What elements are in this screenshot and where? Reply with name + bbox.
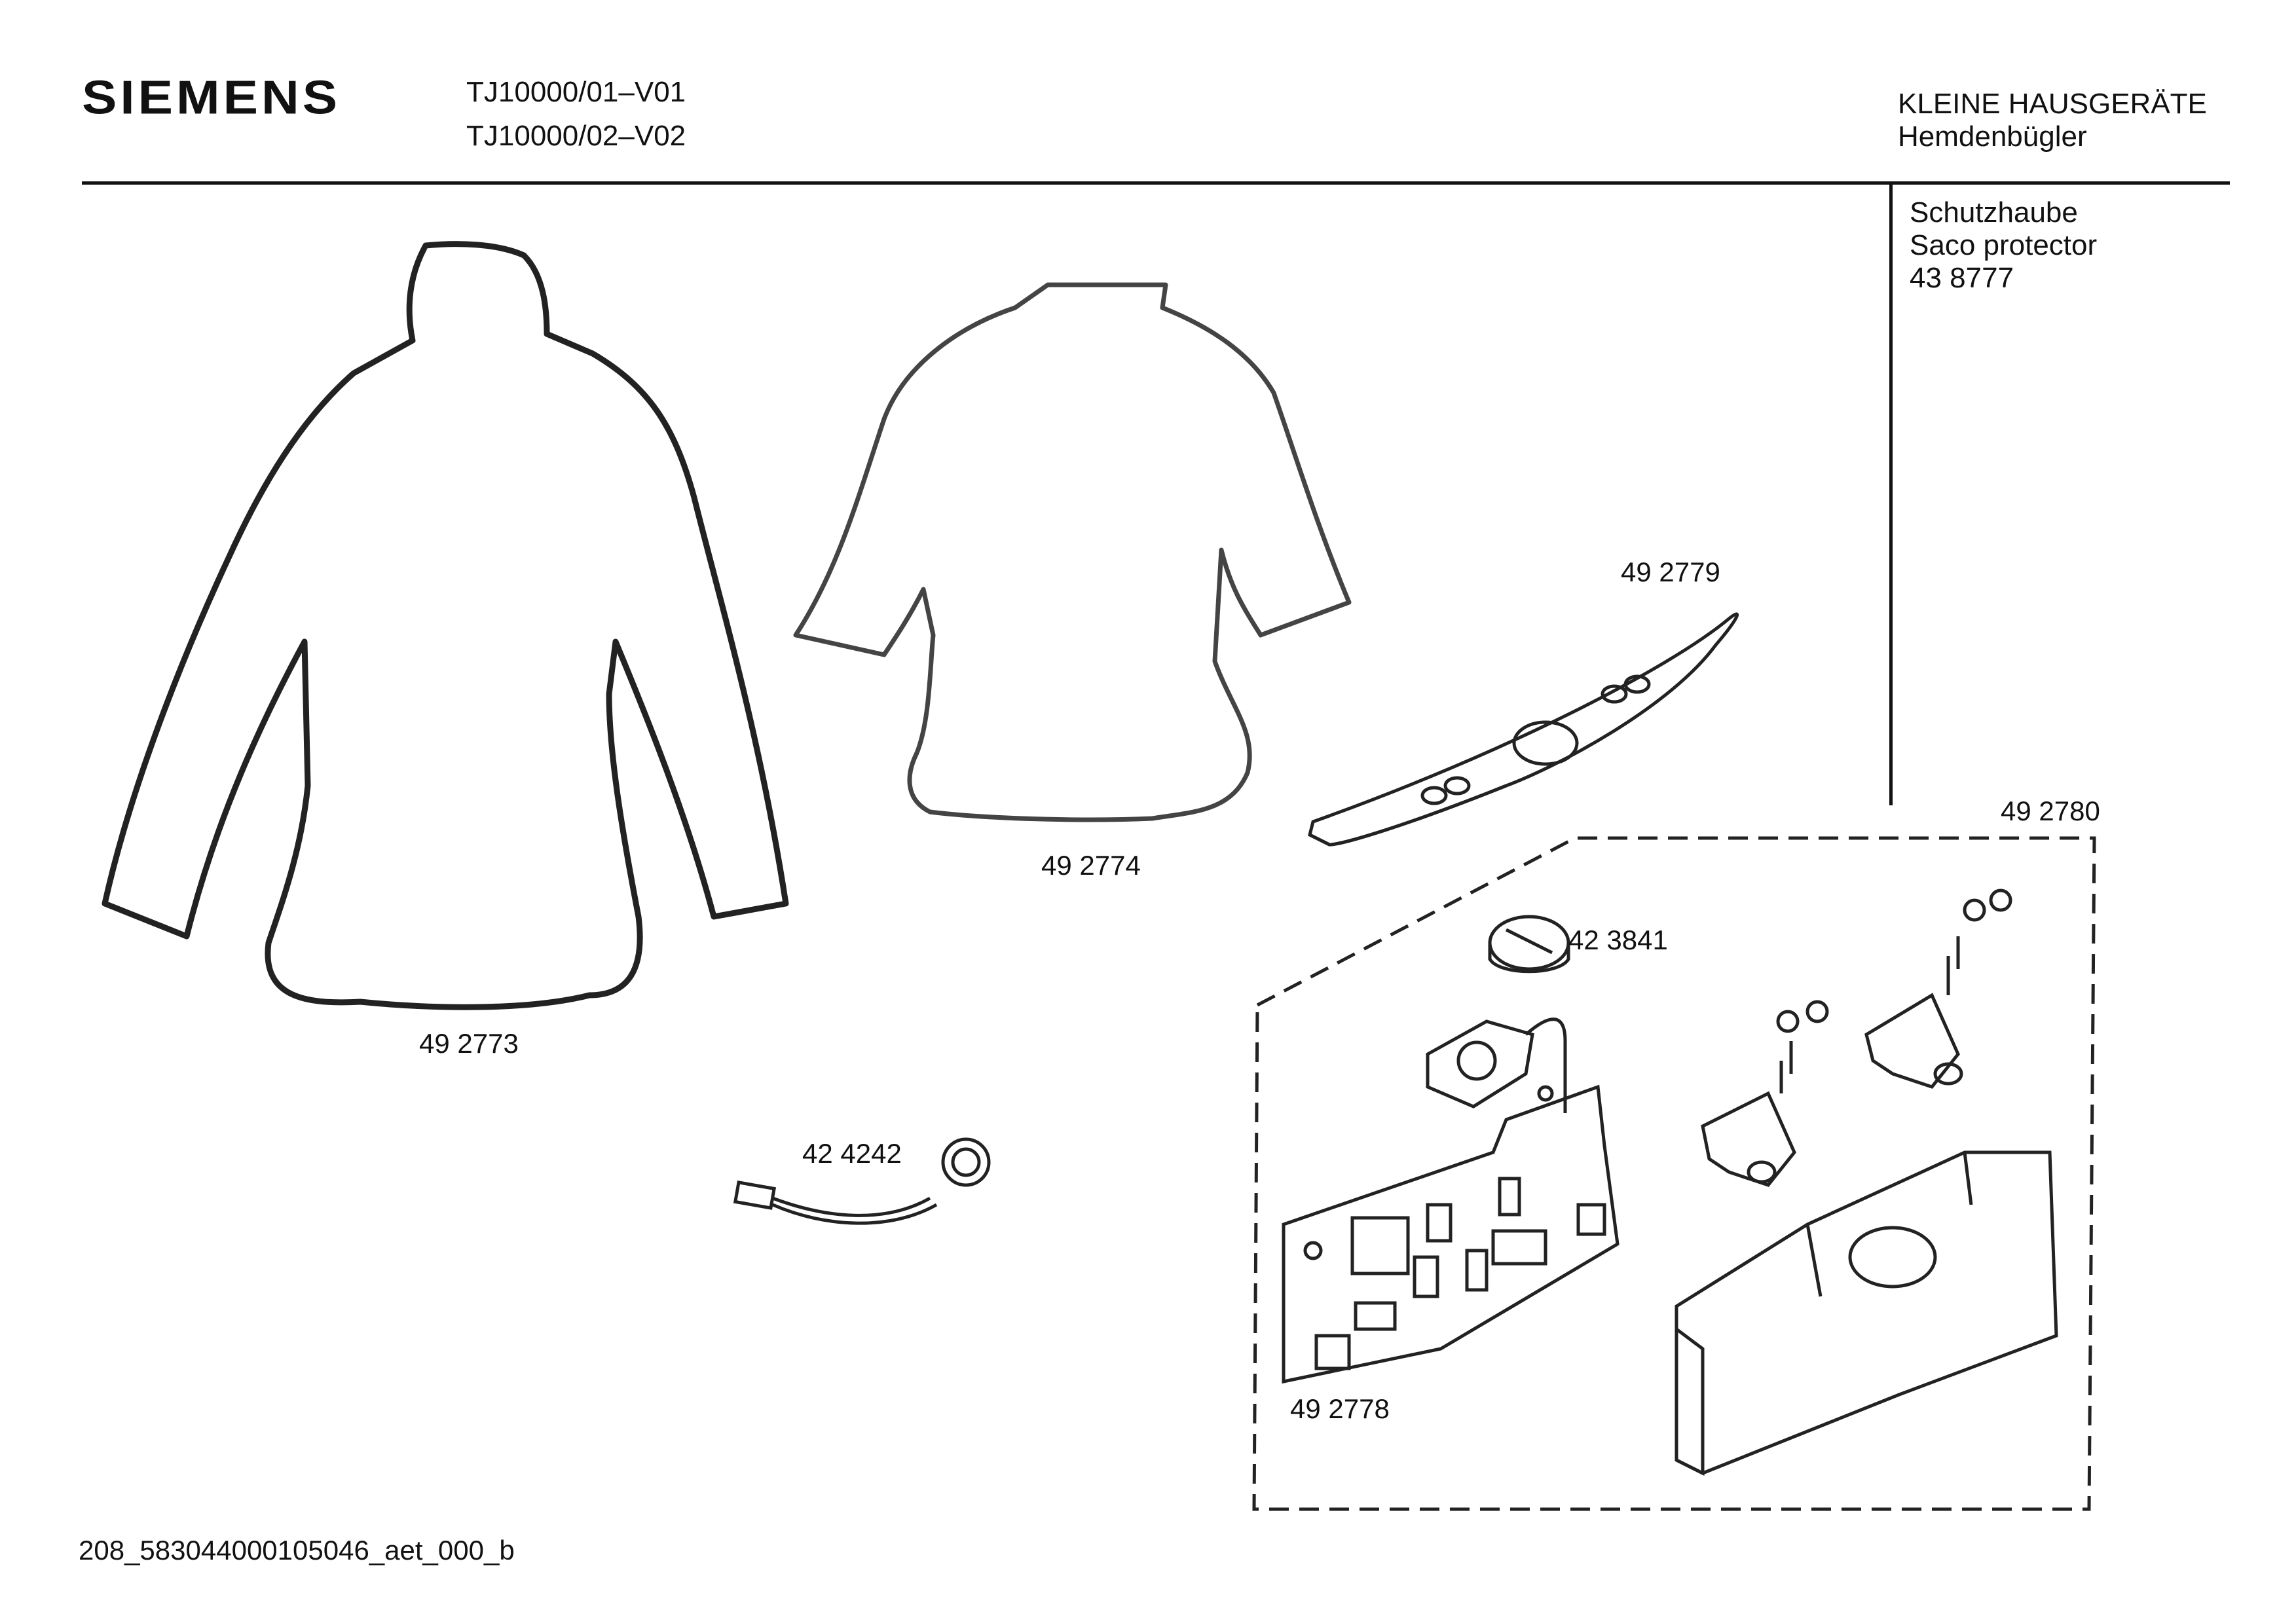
protective-cover-part-number: 43 8777 bbox=[1910, 262, 2014, 294]
potentiometer-illustration bbox=[1426, 1017, 1567, 1113]
hinge-right-illustration bbox=[1864, 888, 2012, 1089]
part-number-shirt-cover-small: 49 2774 bbox=[1041, 850, 1141, 881]
hinge-left-illustration bbox=[1701, 1000, 1829, 1187]
part-number-control-panel-cover: 49 2779 bbox=[1621, 557, 1720, 587]
part-number-sensor-cable: 42 4242 bbox=[802, 1138, 902, 1169]
part-number-control-unit-assembly: 49 2780 bbox=[2001, 796, 2100, 826]
control-panel-cover-illustration bbox=[1308, 612, 1739, 847]
category-title: KLEINE HAUSGERÄTE bbox=[1898, 88, 2207, 120]
part-number-control-knob: 42 3841 bbox=[1568, 925, 1668, 955]
circuit-board-illustration bbox=[1282, 1084, 1620, 1384]
sensor-cable-illustration bbox=[733, 1137, 991, 1225]
protective-cover-name-de: Schutzhaube bbox=[1910, 196, 2078, 229]
part-number-circuit-board: 49 2778 bbox=[1290, 1393, 1390, 1424]
siemens-logo: SIEMENS bbox=[82, 71, 341, 124]
control-knob-illustration bbox=[1488, 915, 1570, 974]
control-housing-illustration bbox=[1675, 1150, 2058, 1476]
model-number-1: TJ10000/01–V01 bbox=[466, 76, 686, 108]
side-divider bbox=[1889, 185, 1893, 805]
shirt-cover-large-illustration bbox=[102, 241, 789, 1010]
assembly-boundary bbox=[1252, 836, 2096, 1511]
document-code: 208_583044000105046_aet_000_b bbox=[79, 1535, 515, 1566]
protective-cover-name-es: Saco protector bbox=[1910, 229, 2098, 261]
shirt-cover-small-illustration bbox=[793, 282, 1352, 822]
part-number-shirt-cover-large: 49 2773 bbox=[419, 1028, 519, 1059]
model-number-2: TJ10000/02–V02 bbox=[466, 120, 686, 152]
product-title: Hemdenbügler bbox=[1898, 120, 2087, 153]
header-divider bbox=[82, 181, 2230, 185]
protective-cover-info: Schutzhaube Saco protector 43 8777 bbox=[1910, 196, 2097, 295]
